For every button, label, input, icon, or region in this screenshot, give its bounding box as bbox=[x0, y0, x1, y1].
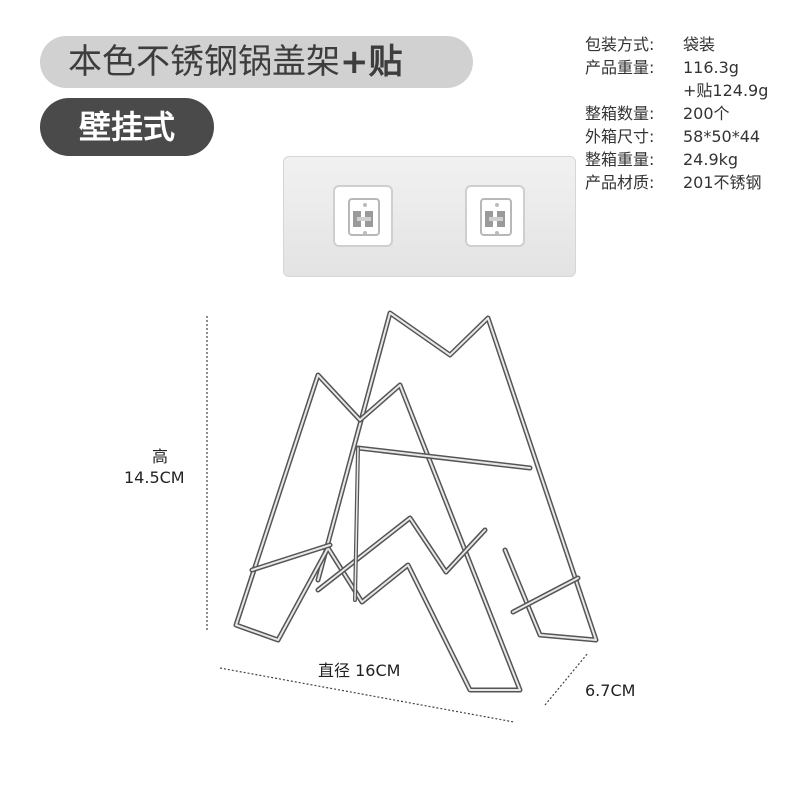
spec-label: 产品重量: bbox=[585, 58, 655, 77]
diameter-dimension-line bbox=[219, 667, 515, 723]
depth-dimension-line bbox=[544, 652, 589, 706]
wire-frame bbox=[233, 310, 599, 693]
spec-row-carton-size: 外箱尺寸: 58*50*44 bbox=[585, 125, 768, 148]
mount-type-label: 壁挂式 bbox=[78, 108, 175, 146]
spec-value: 116.3g bbox=[683, 58, 739, 77]
spec-value: +贴124.9g bbox=[683, 81, 769, 100]
product-title-pill: 本色不锈钢锅盖架+贴 bbox=[40, 36, 473, 88]
diameter-label: 直径 16CM bbox=[318, 661, 401, 680]
spec-label: 整箱重量: bbox=[585, 150, 655, 169]
adhesive-hook-plate bbox=[283, 156, 576, 277]
depth-label: 6.7CM bbox=[585, 681, 636, 700]
spec-value: 201不锈钢 bbox=[683, 173, 762, 192]
spec-value: 24.9kg bbox=[683, 150, 739, 169]
spec-label: 包装方式: bbox=[585, 35, 655, 54]
spec-row-carton-quantity: 整箱数量: 200个 bbox=[585, 102, 768, 125]
spec-row-packaging: 包装方式: 袋装 bbox=[585, 33, 768, 56]
spec-table: 包装方式: 袋装 产品重量: 116.3g +贴124.9g 整箱数量: 200… bbox=[585, 33, 768, 194]
mount-type-pill: 壁挂式 bbox=[40, 98, 214, 156]
product-title: 本色不锈钢锅盖架 bbox=[68, 42, 340, 82]
spec-row-material: 产品材质: 201不锈钢 bbox=[585, 171, 768, 194]
spec-row-weight-with-sticker: +贴124.9g bbox=[585, 79, 768, 102]
spec-label: 整箱数量: bbox=[585, 104, 655, 123]
height-value: 14.5CM bbox=[124, 468, 185, 487]
hook-clip-icon bbox=[333, 185, 393, 247]
spec-label: 产品材质: bbox=[585, 173, 655, 192]
spec-row-carton-weight: 整箱重量: 24.9kg bbox=[585, 148, 768, 171]
spec-value: 袋装 bbox=[683, 35, 716, 54]
spec-row-weight: 产品重量: 116.3g bbox=[585, 56, 768, 79]
height-label: 高 bbox=[152, 447, 169, 466]
spec-label: 外箱尺寸: bbox=[585, 127, 655, 146]
spec-value: 200个 bbox=[683, 104, 730, 123]
hook-clip-icon bbox=[465, 185, 525, 247]
spec-value: 58*50*44 bbox=[683, 127, 761, 146]
product-title-suffix: +贴 bbox=[340, 42, 403, 82]
